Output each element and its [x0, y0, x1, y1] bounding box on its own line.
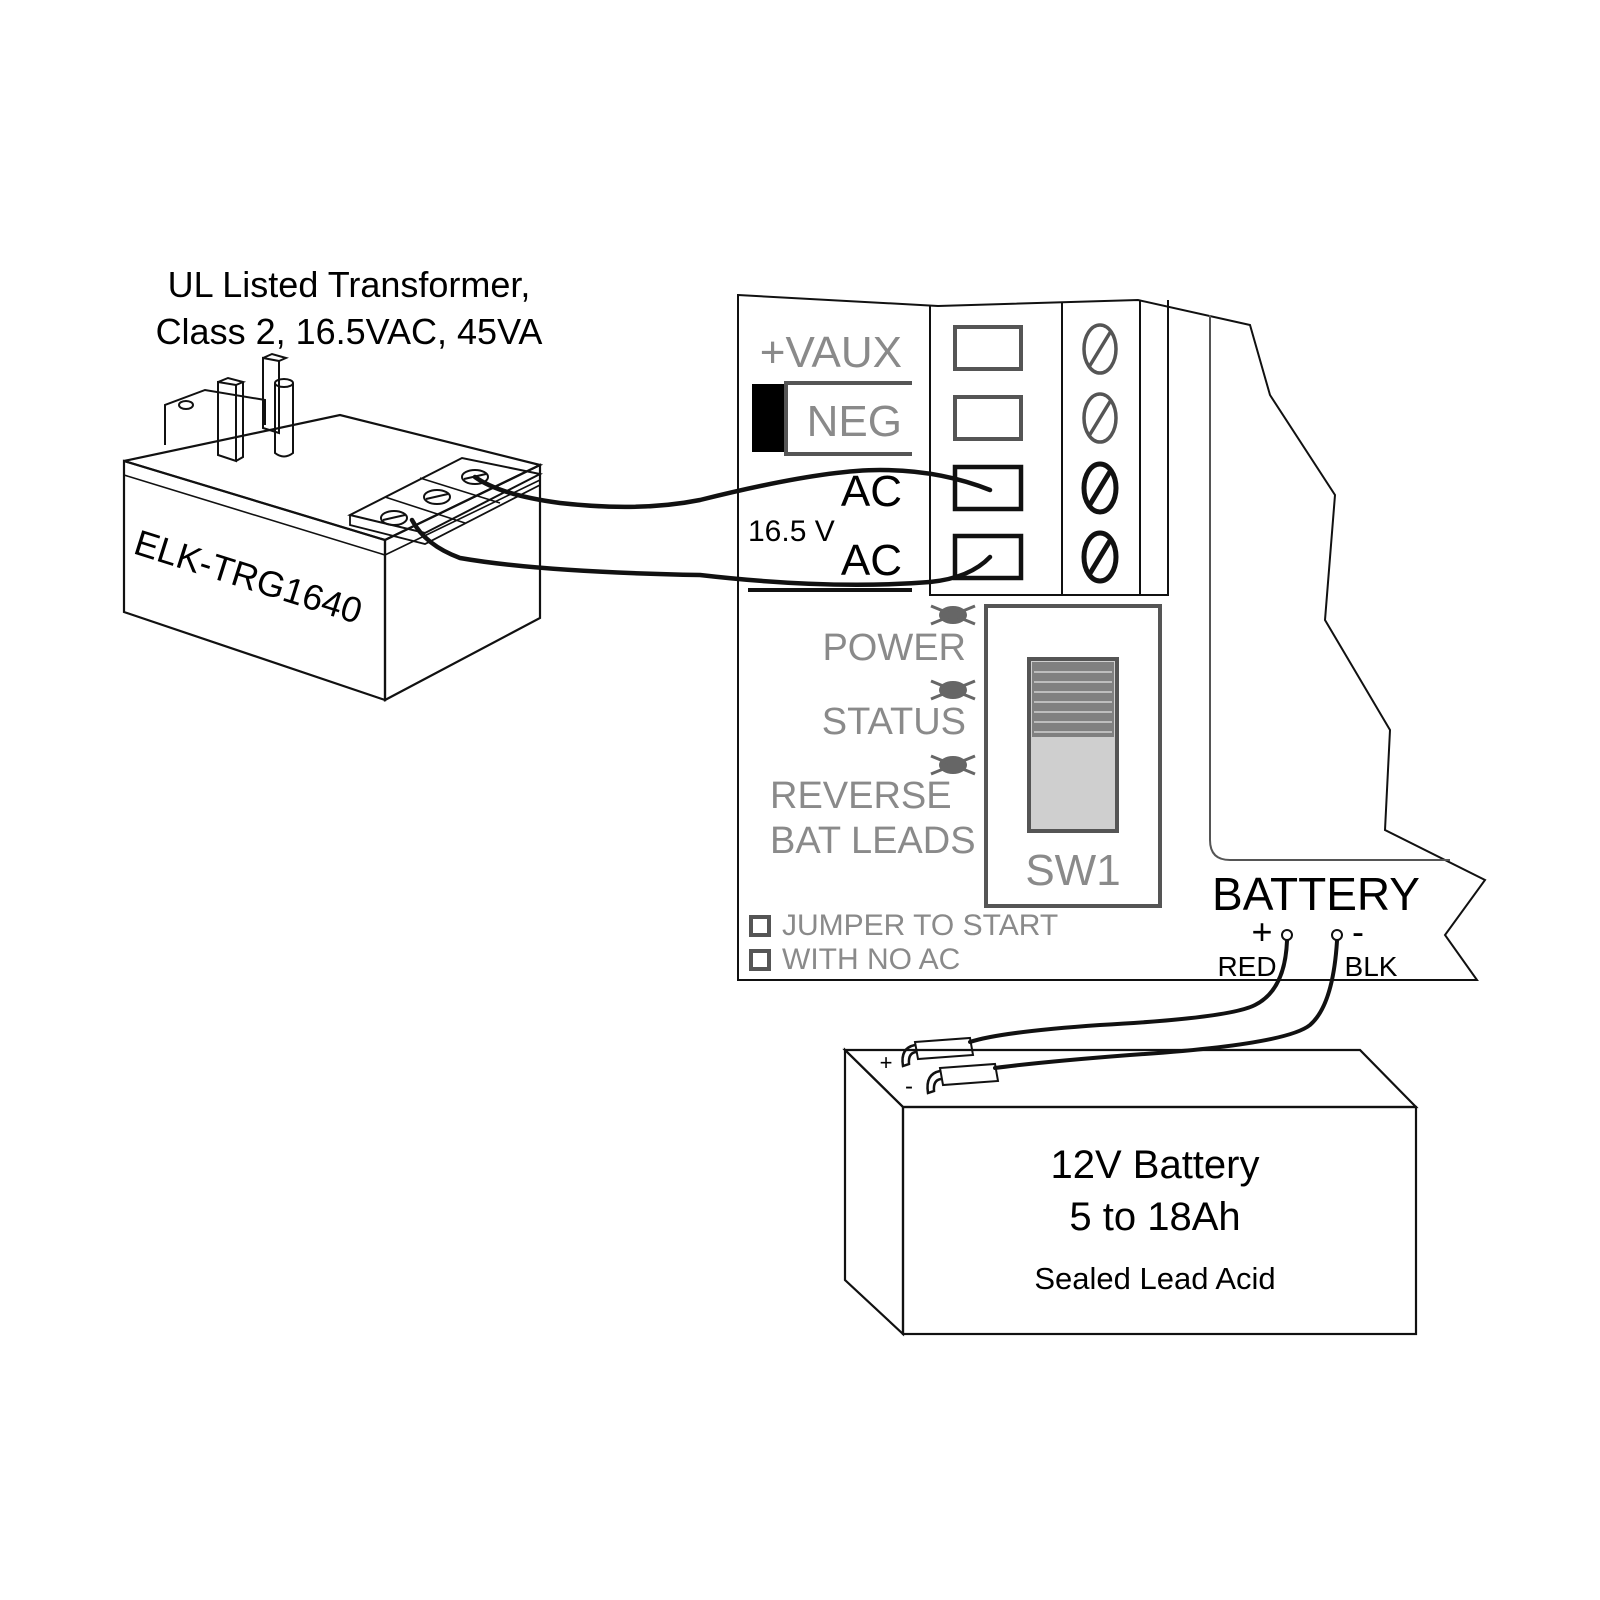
battery-connector-plus	[901, 1036, 975, 1068]
transformer-back-tab	[164, 388, 266, 445]
battery-plus-post	[1281, 929, 1293, 941]
battery-label-line3: Sealed Lead Acid	[1034, 1261, 1275, 1296]
label-blk: BLK	[1345, 951, 1398, 982]
screw-neg	[1082, 392, 1118, 444]
label-ac1: AC	[841, 467, 902, 516]
neg-marker	[752, 384, 784, 452]
plug-prong-left	[217, 376, 247, 463]
terminal-block-outline	[929, 300, 1169, 596]
jumper-pin-1	[749, 915, 771, 937]
transformer-terminal-strip	[347, 456, 543, 545]
label-status: STATUS	[822, 701, 966, 743]
board-inner-edge	[1209, 315, 1450, 861]
label-ac2: AC	[841, 536, 902, 585]
battery-left-face	[843, 1047, 905, 1337]
label-neg: NEG	[807, 397, 902, 446]
label-battery-header: BATTERY	[1212, 868, 1420, 920]
battery-label-line2: 5 to 18Ah	[1069, 1195, 1240, 1239]
plug-prong-ground	[274, 378, 294, 458]
transformer-caption-line2: Class 2, 16.5VAC, 45VA	[156, 311, 543, 352]
ac-wire-bottom	[409, 517, 993, 588]
battery-terminal-minus: -	[905, 1073, 913, 1100]
transformer-screw-3	[461, 469, 489, 485]
label-bat-leads-text: BAT LEADS	[770, 820, 976, 862]
terminal-box-neg	[953, 395, 1023, 441]
battery-label-line1: 12V Battery	[1050, 1143, 1259, 1187]
transformer-screw-2	[423, 489, 451, 505]
label-plus: +	[1251, 911, 1272, 952]
battery-front-face	[901, 1105, 1418, 1336]
label-sw1: SW1	[1025, 846, 1120, 895]
led-reverse-icon	[930, 754, 976, 776]
board-outline	[737, 293, 1487, 981]
transformer-edge-line	[123, 474, 541, 556]
terminal-box-vaux	[953, 325, 1023, 371]
battery-wire-black	[993, 939, 1339, 1070]
label-red: RED	[1217, 951, 1276, 982]
battery-wire-red	[968, 939, 1289, 1044]
label-reverse: REVERSE	[770, 775, 952, 817]
plug-prong-middle	[262, 352, 289, 435]
terminal-box-ac1	[952, 464, 1024, 512]
sw1-housing	[984, 604, 1162, 908]
terminal-box-ac2	[952, 533, 1024, 581]
neg-bracket	[784, 381, 912, 456]
transformer-tab-hole	[178, 400, 194, 410]
screw-ac2	[1081, 530, 1119, 584]
battery-connector-minus	[926, 1062, 1000, 1095]
label-vaux: +VAUX	[760, 328, 902, 377]
ac-wire-top	[472, 467, 993, 510]
battery: + - 12V Battery 5 to 18Ah Sealed Lead Ac…	[842, 1036, 1419, 1337]
battery-terminal-plus: +	[880, 1050, 893, 1075]
label-jumper-line1: JUMPER TO START	[782, 909, 1058, 942]
label-jumper-line2: WITH NO AC	[782, 943, 960, 976]
control-board: +VAUX NEG AC 16.5 V AC POWER STATUS REVE…	[737, 293, 1487, 982]
screw-ac1	[1081, 461, 1119, 515]
label-power: POWER	[822, 627, 966, 669]
jumper-pin-2	[749, 949, 771, 971]
label-minus: -	[1352, 911, 1364, 952]
label-voltage: 16.5 V	[748, 515, 835, 548]
battery-minus-post	[1331, 929, 1343, 941]
sw1-toggle	[1027, 657, 1119, 833]
transformer-caption-line1: UL Listed Transformer,	[168, 264, 531, 305]
led-status-icon	[930, 679, 976, 701]
led-power-icon	[930, 604, 976, 626]
screw-vaux	[1082, 323, 1118, 375]
transformer-screw-1	[380, 510, 408, 526]
transformer-side-face	[383, 463, 542, 702]
